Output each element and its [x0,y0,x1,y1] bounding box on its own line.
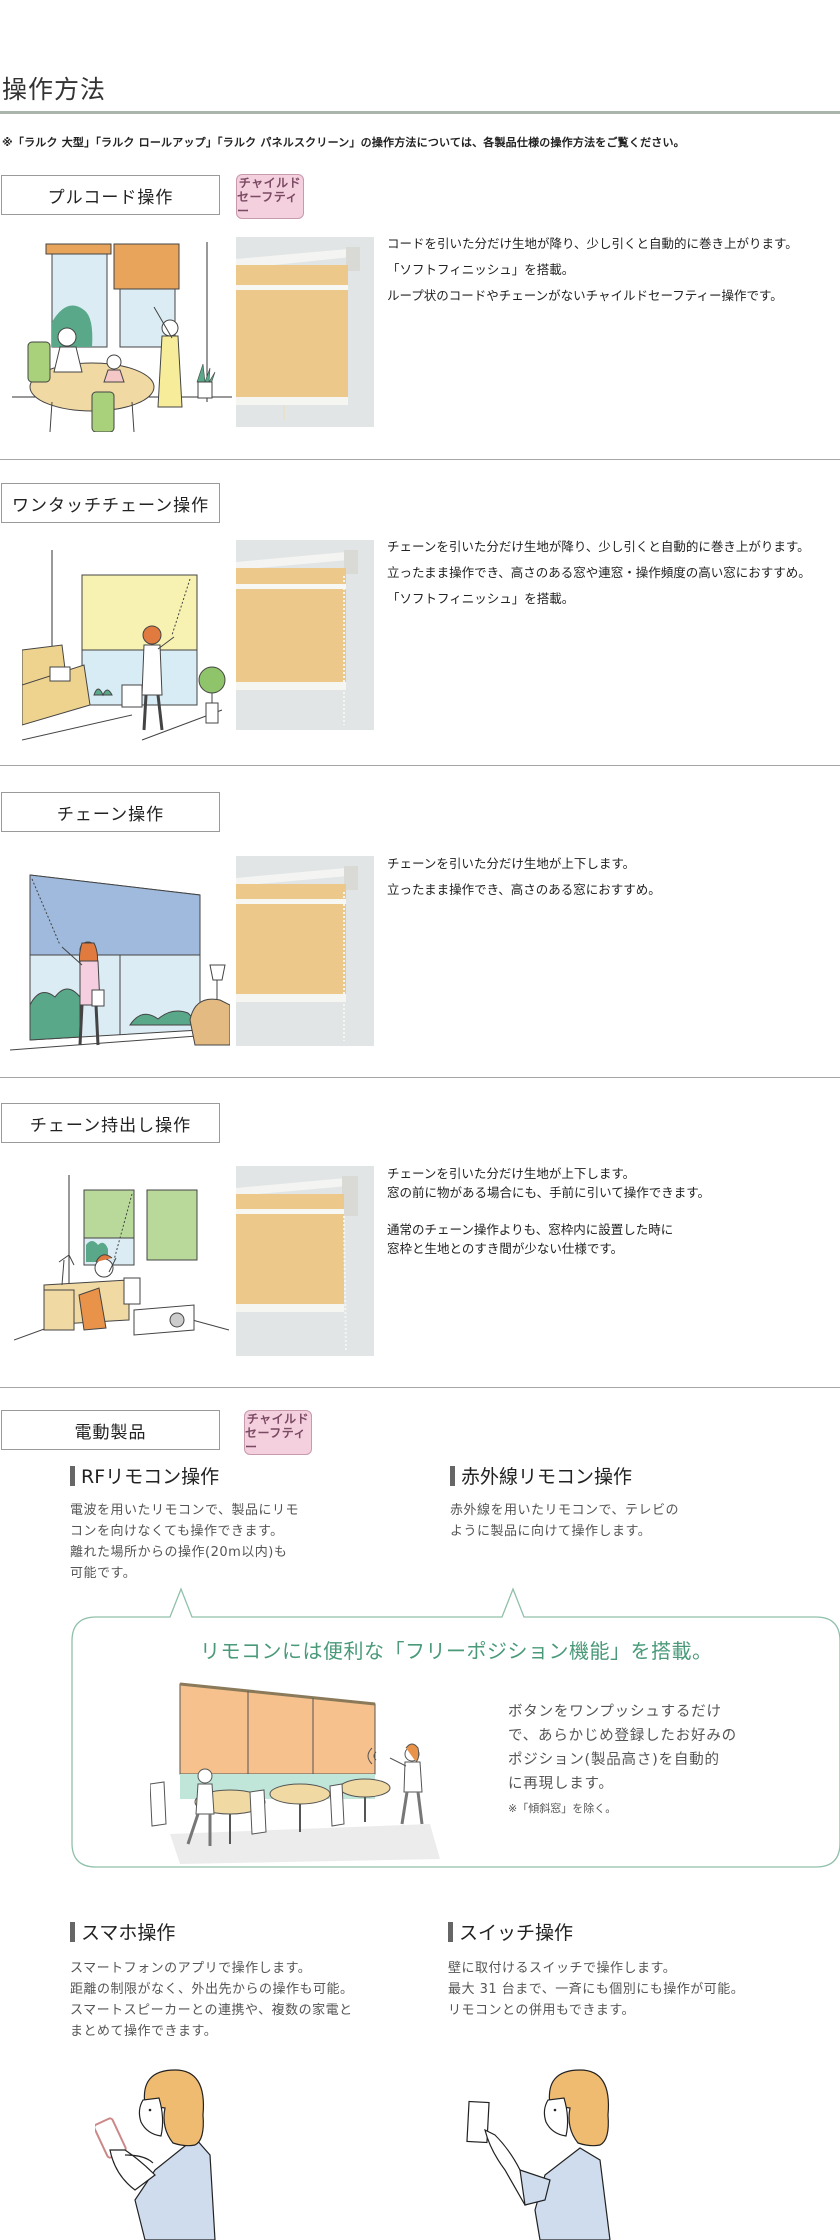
rf-remote-heading-text: RFリモコン操作 [81,1466,220,1488]
chain-pull-out-product-photo [236,1166,374,1356]
section-divider [0,1387,840,1388]
ir-remote-description: 赤外線を用いたリモコンで、テレビの ように製品に向けて操作します。 [450,1500,679,1542]
smartphone-heading-text: スマホ操作 [81,1922,176,1944]
desc-line: ループ状のコードやチェーンがないチャイルドセーフティー操作です。 [387,288,783,303]
badge-line2: セーフティー [237,189,299,218]
child-safety-badge: チャイルド セーフティー [244,1410,312,1455]
desc-line: 可能です。 [70,1566,137,1581]
desc-line: に再現します。 [508,1776,614,1792]
one-touch-chain-product-photo [236,540,374,730]
free-position-note: ※「傾斜窓」を除く。 [508,1802,617,1815]
heading-bar [448,1921,453,1942]
section-divider [0,459,840,460]
section-label-electric: 電動製品 [1,1410,220,1450]
desc-line: チェーンを引いた分だけ生地が上下します。 [387,1166,636,1181]
free-position-illustration [150,1682,440,1864]
free-position-description: ボタンをワンプッシュするだけ で、あらかじめ登録したお好みの ポジション(製品高… [508,1700,737,1796]
heading-bar [70,1921,75,1942]
title-rule [0,111,840,114]
pull-cord-illustration [12,242,232,432]
rf-remote-heading: RFリモコン操作 [70,1462,219,1489]
one-touch-chain-illustration [22,550,226,741]
page-note: ※「ラルク 大型」「ラルク ロールアップ」「ラルク パネルスクリーン」の操作方法… [2,136,685,149]
desc-line: 窓枠と生地とのすき間が少ない仕様です。 [387,1241,624,1256]
ir-remote-heading: 赤外線リモコン操作 [450,1462,632,1489]
free-position-title: リモコンには便利な「フリーポジション機能」を搭載。 [200,1639,713,1663]
desc-line: 「ソフトフィニッシュ」を搭載。 [387,262,575,277]
desc-line: チェーンを引いた分だけ生地が上下します。 [387,856,636,871]
chain-product-photo [236,856,374,1046]
desc-line: チェーンを引いた分だけ生地が降り、少し引くと自動的に巻き上がります。 [387,539,810,554]
desc-line: リモコンとの併用もできます。 [448,2003,636,2018]
desc-line: 窓の前に物がある場合にも、手前に引いて操作できます。 [387,1185,711,1200]
section-label-pull-cord: プルコード操作 [1,175,220,215]
one-touch-chain-description: チェーンを引いた分だけ生地が降り、少し引くと自動的に巻き上がります。 立ったまま… [387,534,811,612]
section-divider [0,1077,840,1078]
desc-line: スマートフォンのアプリで操作します。 [70,1961,312,1976]
desc-line: 通常のチェーン操作よりも、窓枠内に設置した時に [387,1222,674,1237]
pull-cord-description: コードを引いた分だけ生地が降り、少し引くと自動的に巻き上がります。 「ソフトフィ… [387,231,798,309]
rf-remote-description: 電波を用いたリモコンで、製品にリモ コンを向けなくても操作できます。 離れた場所… [70,1500,299,1584]
desc-line: 立ったまま操作でき、高さのある窓や連窓・操作頻度の高い窓におすすめ。 [387,565,811,580]
smartphone-user-illustration [95,2069,216,2240]
smartphone-heading: スマホ操作 [70,1918,175,1945]
desc-line: 最大 31 台まで、一斉にも個別にも操作が可能。 [448,1982,745,1997]
chain-pull-out-illustration [14,1175,230,1341]
desc-line: ように製品に向けて操作します。 [450,1524,652,1539]
desc-line: 立ったまま操作でき、高さのある窓におすすめ。 [387,882,661,897]
heading-bar [450,1465,455,1486]
desc-line: まとめて操作できます。 [70,2024,218,2039]
desc-line: 「ソフトフィニッシュ」を搭載。 [387,591,575,606]
chain-description: チェーンを引いた分だけ生地が上下します。 立ったまま操作でき、高さのある窓におす… [387,851,661,903]
desc-line: 離れた場所からの操作(20m以内)も [70,1545,288,1560]
page-title: 操作方法 [2,75,107,104]
desc-line: 赤外線を用いたリモコンで、テレビの [450,1503,679,1518]
section-divider [0,765,840,766]
chain-pull-out-description: チェーンを引いた分だけ生地が上下します。 窓の前に物がある場合にも、手前に引いて… [387,1164,710,1258]
desc-line: ポジション(製品高さ)を自動的 [508,1752,720,1768]
switch-heading: スイッチ操作 [448,1918,573,1945]
switch-heading-text: スイッチ操作 [459,1922,574,1944]
heading-bar [70,1465,75,1486]
smartphone-description: スマートフォンのアプリで操作します。 距離の制限がなく、外出先からの操作も可能。… [70,1958,354,2042]
desc-line: コンを向けなくても操作できます。 [70,1524,284,1539]
badge-line1: チャイルド [246,1411,310,1426]
desc-line: 壁に取付けるスイッチで操作します。 [448,1961,677,1976]
section-label-chain: チェーン操作 [1,792,220,832]
section-label-chain-pull-out: チェーン持出し操作 [1,1103,220,1143]
desc-line: コードを引いた分だけ生地が降り、少し引くと自動的に巻き上がります。 [387,236,798,251]
switch-description: 壁に取付けるスイッチで操作します。 最大 31 台まで、一斉にも個別にも操作が可… [448,1958,744,2021]
badge-line2: セーフティー [245,1425,307,1454]
switch-user-illustration [466,2069,611,2240]
pull-cord-product-photo [236,237,374,427]
desc-line: で、あらかじめ登録したお好みの [508,1728,737,1744]
desc-line: 電波を用いたリモコンで、製品にリモ [70,1503,299,1518]
badge-line1: チャイルド [238,175,302,190]
section-label-one-touch-chain: ワンタッチチェーン操作 [1,483,220,523]
desc-line: ボタンをワンプッシュするだけ [508,1704,722,1720]
child-safety-badge: チャイルド セーフティー [236,174,304,219]
spacer [387,1202,710,1220]
ir-remote-heading-text: 赤外線リモコン操作 [461,1466,633,1488]
desc-line: 距離の制限がなく、外出先からの操作も可能。 [70,1982,354,1997]
desc-line: スマートスピーカーとの連携や、複数の家電と [70,2003,353,2018]
chain-illustration [10,874,230,1051]
